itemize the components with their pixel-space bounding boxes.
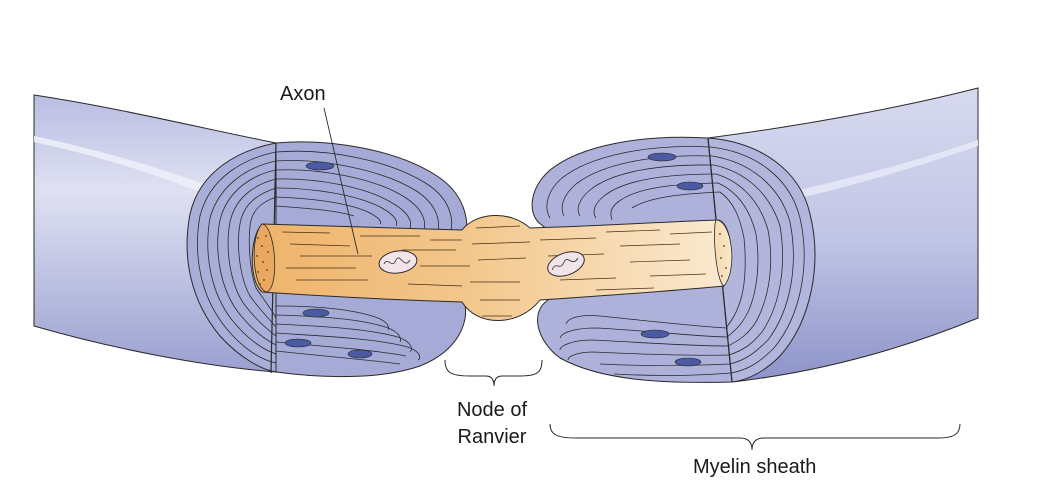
- right-nucleus-3: [640, 329, 670, 339]
- left-wrap-lines: [275, 150, 453, 365]
- left-nucleus-4: [347, 349, 373, 359]
- left-lamellae-rings: [197, 151, 277, 364]
- right-sheath-highlight: [790, 140, 978, 200]
- mitochondrion-1: [378, 250, 418, 274]
- right-lamellae-rings: [709, 146, 805, 374]
- left-nucleus-2: [302, 308, 330, 318]
- right-nucleus-4: [674, 357, 702, 367]
- left-lamellae-face: [186, 142, 277, 373]
- axon-left-end: [253, 223, 276, 293]
- axon-label: Axon: [280, 83, 326, 105]
- axon-right-end: [714, 219, 733, 287]
- left-nucleus-1: [305, 161, 335, 171]
- axon-filaments: [281, 225, 713, 317]
- myelin-sheath-label: Myelin sheath: [693, 456, 817, 478]
- right-nucleus-1: [647, 152, 677, 162]
- mitochondrion-2: [547, 251, 585, 277]
- node-of-ranvier-brace: [444, 359, 543, 387]
- axon-end-stipple: [256, 233, 727, 285]
- node-of-ranvier-label-line1: Node of: [456, 399, 528, 421]
- right-lamellae-face: [707, 137, 816, 383]
- right-nucleus-2: [676, 181, 704, 191]
- node-of-ranvier-label-line2: Ranvier: [457, 426, 527, 448]
- left-sheath-highlight: [34, 136, 210, 196]
- left-nucleus-3: [284, 338, 312, 348]
- axon-leader-line: [323, 107, 359, 255]
- myelin-sheath-brace: [549, 423, 961, 451]
- axon: [251, 215, 733, 321]
